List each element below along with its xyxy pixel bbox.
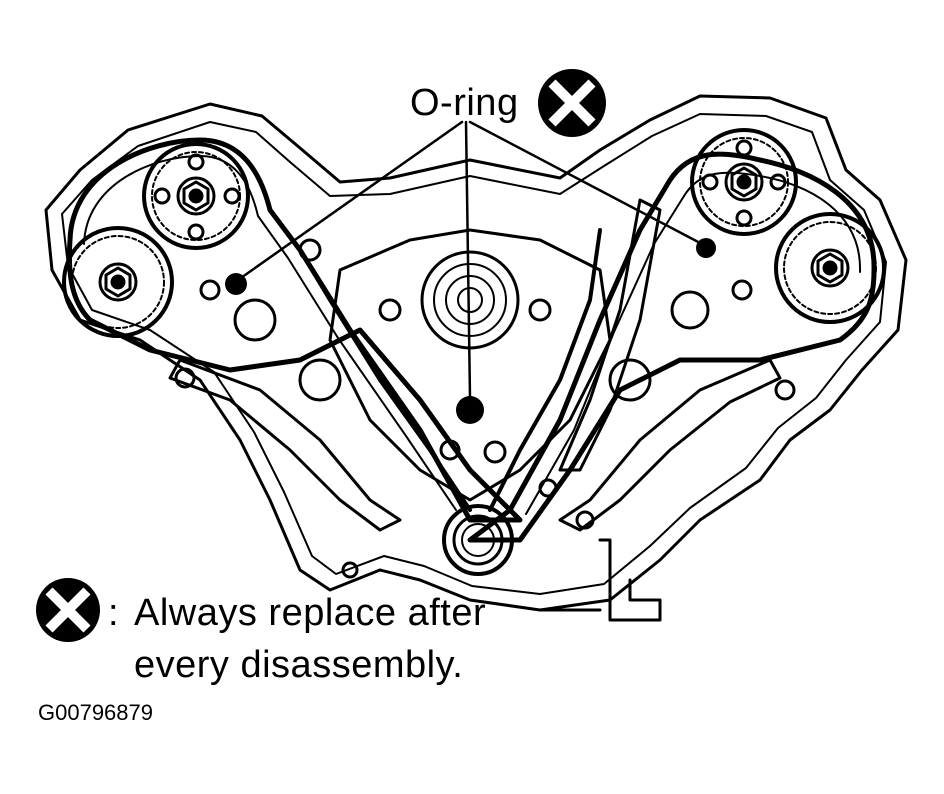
center-cover-plate (328, 228, 612, 502)
legend-text-line1: Always replace after (134, 592, 487, 634)
center-chain-left (298, 248, 472, 512)
left-chain-guide (168, 358, 402, 532)
center-chain-right (488, 228, 602, 512)
o-ring-right (696, 238, 716, 258)
left-timing-chain (66, 137, 523, 523)
mounting-holes (174, 238, 796, 579)
legend-leader (538, 538, 662, 622)
left-intake-sprocket (142, 142, 250, 250)
left-exhaust-sprocket (62, 226, 174, 338)
right-chain-guide (558, 358, 782, 532)
o-ring-callout-label: O-ring (410, 82, 519, 124)
engine-housing-outline (44, 94, 908, 612)
callout-replace-x-icon (538, 69, 606, 137)
engine-housing-inner-outline (61, 113, 887, 595)
legend-replace-x-icon (36, 578, 100, 642)
legend-text-line2: every disassembly. (134, 644, 464, 686)
figure-id: G00796879 (38, 700, 153, 725)
right-timing-chain (467, 151, 877, 543)
right-exhaust-sprocket (774, 212, 886, 324)
crankshaft-sprocket (442, 504, 514, 576)
right-intake-sprocket (690, 128, 798, 236)
legend-colon: : (108, 592, 120, 634)
o-ring-center (456, 396, 484, 424)
o-ring-leader-lines (236, 120, 704, 400)
